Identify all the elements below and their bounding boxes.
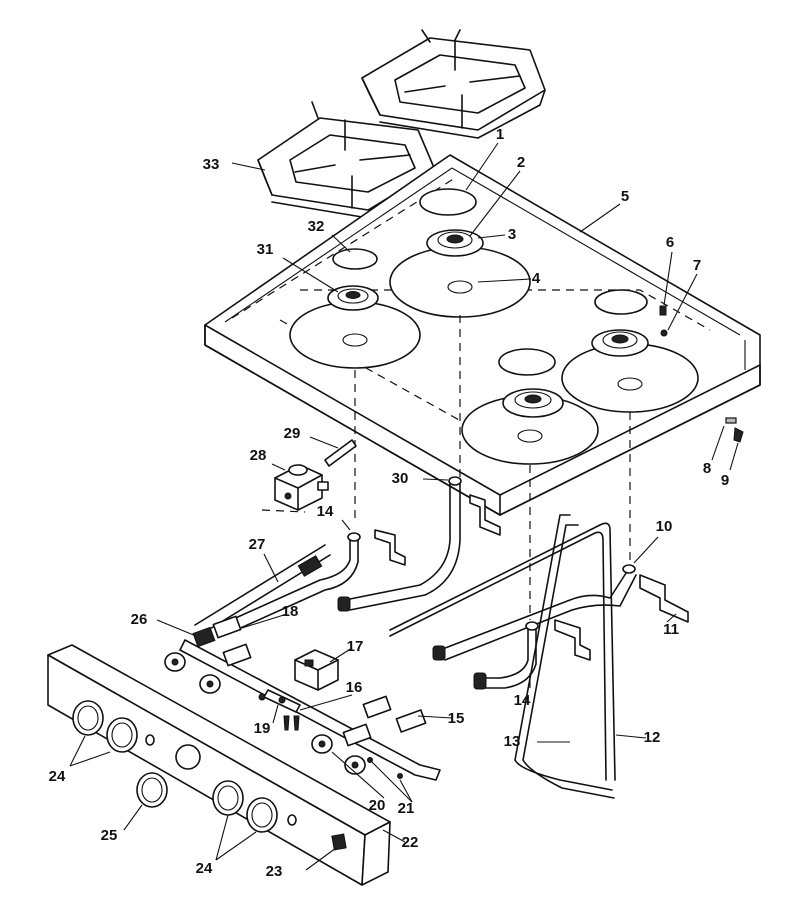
knob-24-c [212, 780, 244, 816]
callout-c7: 7 [693, 257, 701, 274]
burner-caps [332, 188, 648, 376]
callout-c29: 29 [284, 425, 301, 442]
callout-c18: 18 [282, 603, 299, 620]
knob-24-b [106, 717, 138, 753]
callout-c19: 19 [254, 720, 271, 737]
callout-c4: 4 [532, 270, 541, 287]
callout-c12: 12 [644, 729, 661, 746]
callout-c33: 33 [203, 156, 220, 173]
callout-c17: 17 [347, 638, 364, 655]
callout-c24a: 24 [49, 768, 66, 785]
callout-c27: 27 [249, 536, 266, 553]
gas-tubing [194, 476, 637, 799]
mounting-brackets [374, 494, 689, 661]
callout-c32: 32 [308, 218, 325, 235]
callout-c11: 11 [663, 621, 679, 638]
callout-c14b: 14 [514, 692, 531, 709]
callout-c31: 31 [257, 241, 274, 258]
knob-24-a [72, 700, 104, 736]
callout-c3: 3 [508, 226, 516, 243]
switch-bracket [258, 689, 301, 731]
burner-plates [289, 246, 699, 465]
callout-c13: 13 [504, 733, 521, 750]
callout-c20: 20 [369, 797, 386, 814]
knob-24-d [246, 797, 278, 833]
panel-screws [659, 305, 744, 443]
callout-c9: 9 [721, 472, 729, 489]
callout-c5: 5 [621, 188, 629, 205]
burner-grate-rear [361, 29, 546, 139]
callout-c6: 6 [666, 234, 674, 251]
regulator-tube [324, 439, 357, 467]
control-knobs [72, 700, 347, 851]
callout-c1: 1 [496, 126, 504, 143]
callout-c15: 15 [448, 710, 465, 727]
callout-c30: 30 [392, 470, 409, 487]
ignition-switch [294, 649, 339, 691]
pressure-regulator [274, 464, 329, 511]
valve-washers [164, 652, 403, 779]
callout-c23: 23 [266, 863, 283, 880]
callout-c14a: 14 [317, 503, 334, 520]
callout-c28: 28 [250, 447, 267, 464]
callout-c10: 10 [656, 518, 673, 535]
callout-c2: 2 [517, 154, 525, 171]
callout-c24b: 24 [196, 860, 213, 877]
leader-lines [69, 142, 739, 871]
control-panel [47, 644, 391, 886]
burner-heads [327, 229, 649, 418]
callout-c25: 25 [101, 827, 118, 844]
callout-c21: 21 [398, 800, 415, 817]
cooktop-panel [204, 154, 761, 516]
callout-c26: 26 [131, 611, 148, 628]
callout-c22: 22 [402, 834, 419, 851]
knob-25 [136, 772, 168, 808]
callout-c16: 16 [346, 679, 363, 696]
callout-c8: 8 [703, 460, 711, 477]
